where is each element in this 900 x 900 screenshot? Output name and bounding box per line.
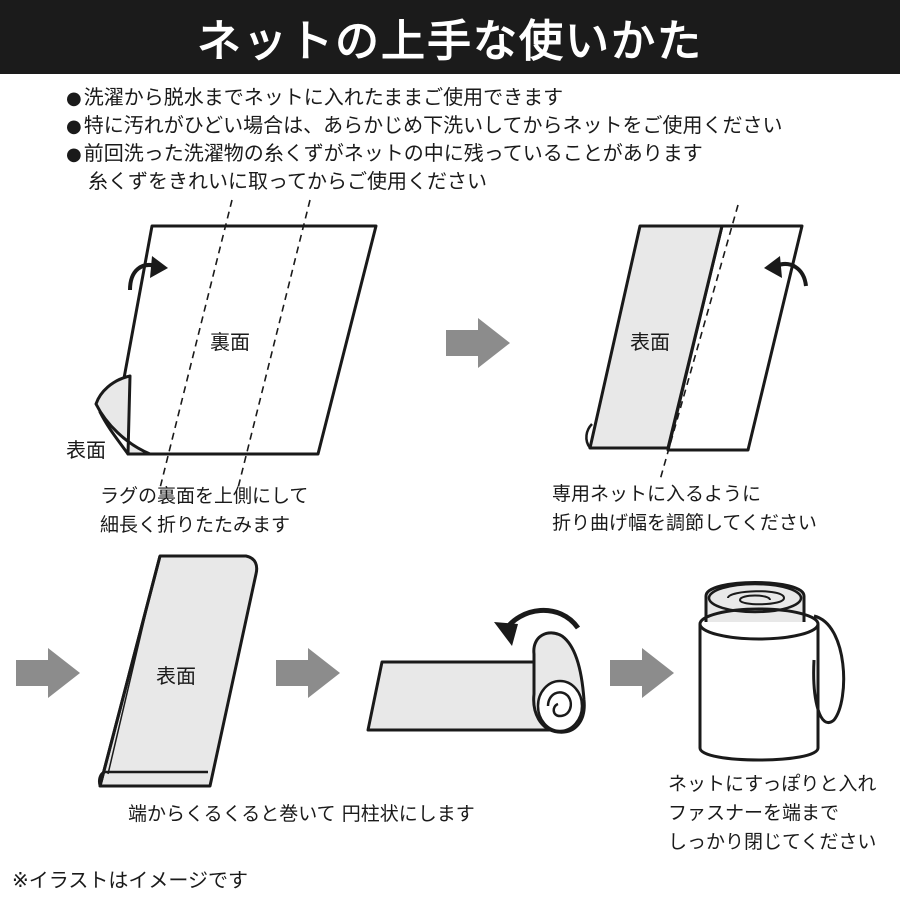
step3-caption: 端からくるくると巻いて 円柱状にします [128, 803, 475, 825]
note-item-continued: 糸くずをきれいに取ってからご使用ください [88, 169, 487, 193]
note-item: ●洗濯から脱水までネットに入れたままご使用できます [66, 85, 564, 109]
note-item: ●前回洗った洗濯物の糸くずがネットの中に残っていることがあります [66, 141, 703, 165]
front-side-label: 表面 [630, 330, 670, 354]
bullet-icon: ● [66, 144, 82, 165]
bullet-icon: ● [66, 88, 82, 109]
page-title: ネットの上手な使いかた [0, 0, 900, 74]
front-side-label: 表面 [156, 664, 196, 688]
step1-rug-illustration [94, 199, 378, 489]
zipper-loop [812, 614, 846, 724]
folded-corner [94, 374, 152, 456]
step5-net-illustration [698, 581, 846, 762]
usage-notes: ●洗濯から脱水までネットに入れたままご使用できます ●特に汚れがひどい場合は、あ… [66, 84, 783, 195]
front-side-label: 表面 [66, 438, 106, 462]
step3-rug-illustration [97, 554, 259, 788]
back-side-label: 裏面 [210, 330, 250, 354]
right-arrow-icon [16, 648, 80, 698]
step4-caption: ネットにすっぽりと入れ ファスナーを端まで しっかり閉じてください [668, 773, 877, 853]
note-item: ●特に汚れがひどい場合は、あらかじめ下洗いしてからネットをご使用ください [66, 113, 783, 137]
step4-roll-illustration [366, 607, 586, 734]
footnote: ※イラストはイメージです [12, 868, 248, 892]
bullet-icon: ● [66, 116, 82, 137]
right-arrow-icon [610, 648, 674, 698]
right-arrow-icon [446, 318, 510, 368]
step1-caption: ラグの裏面を上側にして 細長く折りたたみます [100, 485, 309, 536]
step2-rug-illustration [585, 204, 808, 481]
right-arrow-icon [276, 648, 340, 698]
step2-caption: 専用ネットに入るように 折り曲げ幅を調節してください [552, 483, 817, 534]
